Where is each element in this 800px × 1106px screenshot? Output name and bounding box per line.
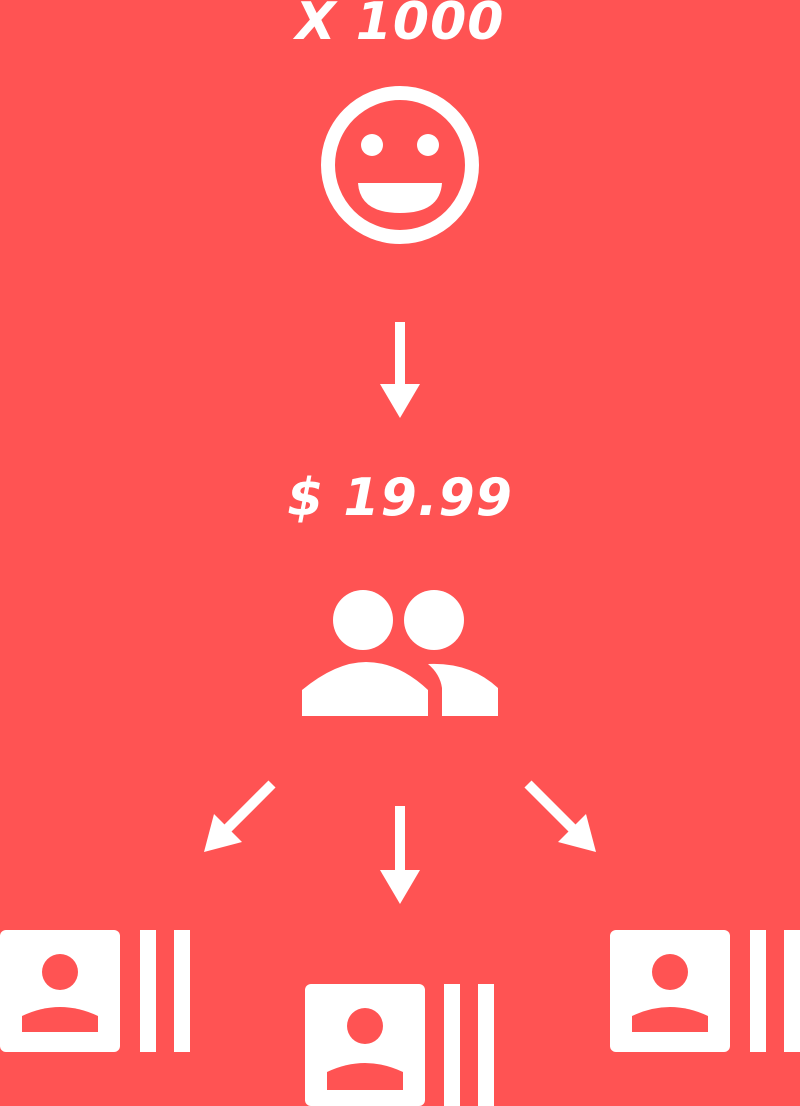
contact-card-icon [305, 984, 494, 1106]
contact-card-icon [610, 930, 800, 1052]
arrow-down-icon [380, 806, 420, 904]
contact-card-icon [0, 930, 190, 1052]
people-group-icon [302, 590, 498, 716]
smiley-face-icon [321, 86, 479, 244]
price-label: $ 19.99 [287, 468, 513, 528]
arrow-down-left-icon [204, 780, 276, 852]
multiplier-label: X 1000 [295, 0, 505, 52]
arrow-down-right-icon [524, 780, 596, 852]
arrow-down-icon [380, 322, 420, 418]
